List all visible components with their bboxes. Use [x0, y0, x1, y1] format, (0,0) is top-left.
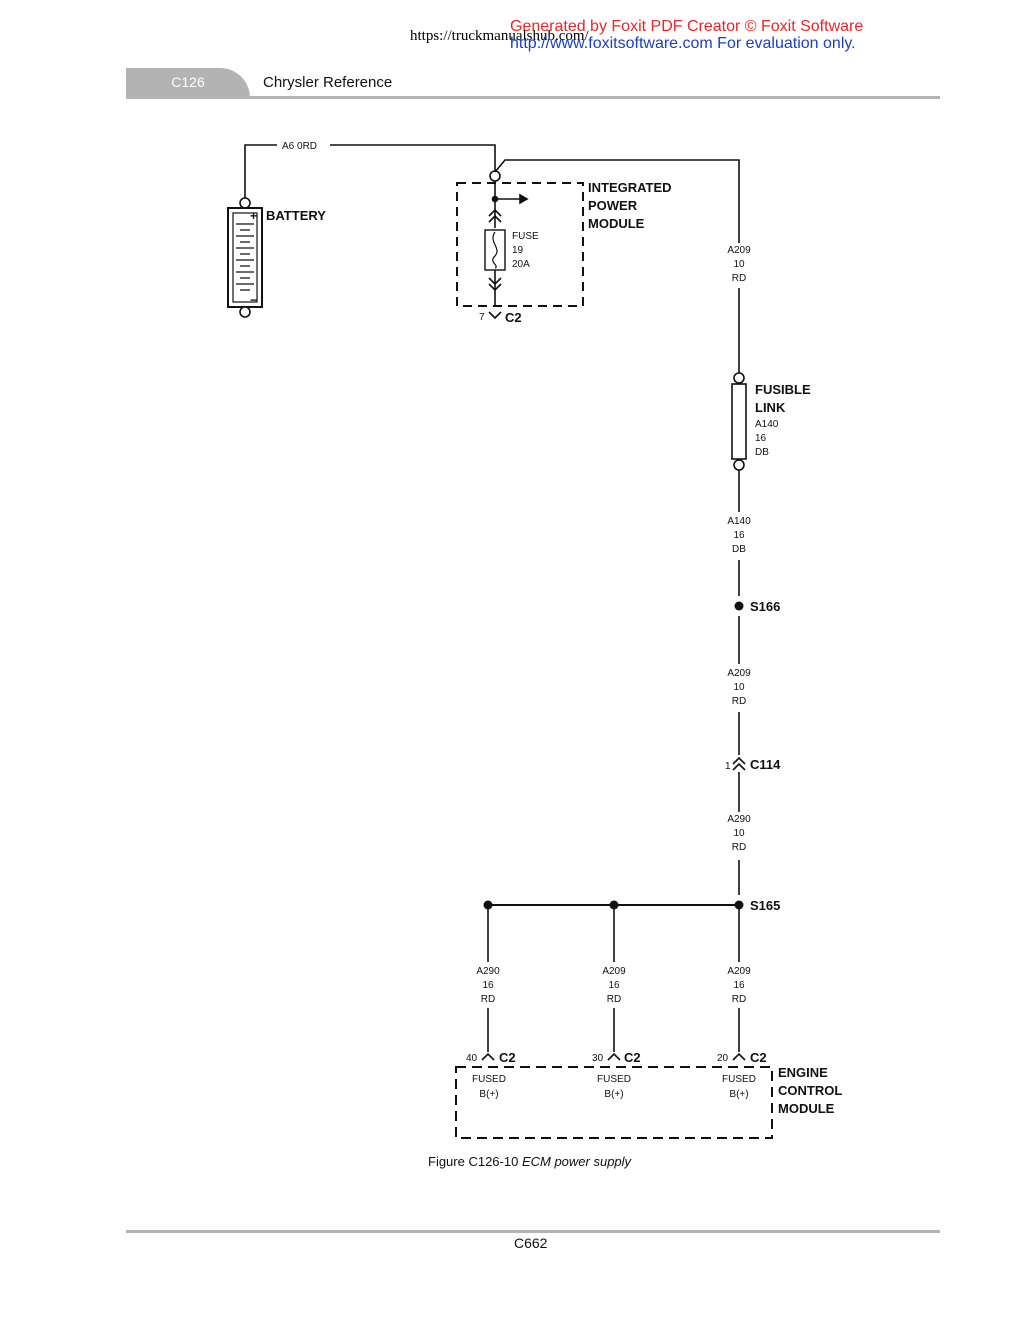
branch-wire-gauge: 16	[482, 980, 494, 991]
fusible-link-label-2: LINK	[755, 400, 786, 415]
battery-terminal-top	[239, 197, 251, 209]
battery-plus: +	[250, 209, 257, 223]
branch-wire-color: RD	[481, 994, 495, 1005]
fusible-link-id: A140	[755, 419, 779, 430]
figure-caption: Figure C126-10 ECM power supply	[428, 1154, 631, 1169]
site-url: https://truckmanualshub.com/	[410, 28, 589, 44]
ipm-box	[456, 182, 584, 307]
ipm-label-2: POWER	[588, 198, 638, 213]
splice-s165-dot	[734, 900, 744, 910]
ecm-pin-number: 40	[466, 1053, 478, 1064]
ecm-connector: C2	[499, 1050, 516, 1065]
ecm-label-3: MODULE	[778, 1101, 835, 1116]
ecm-label-2: CONTROL	[778, 1083, 842, 1098]
ecm-pin-label-1: FUSED	[722, 1074, 756, 1085]
header-rule	[126, 96, 940, 99]
battery-cells	[236, 223, 254, 291]
ipm-label-1: INTEGRATED	[588, 180, 672, 195]
ipm-label-3: MODULE	[588, 216, 645, 231]
fusible-link-color: DB	[755, 447, 769, 458]
wire-color: RD	[732, 273, 746, 284]
wire-id: A209	[727, 668, 751, 679]
splice-s166-label: S166	[750, 599, 780, 614]
wire-gauge: 10	[733, 828, 745, 839]
ecm-connector: C2	[624, 1050, 641, 1065]
ipm-connector: C2	[505, 310, 522, 325]
ecm-label-1: ENGINE	[778, 1065, 828, 1080]
ecm-pin-number: 20	[717, 1053, 729, 1064]
wire-id: A209	[727, 245, 751, 256]
wire-color: RD	[732, 842, 746, 853]
splice-s166-dot	[734, 601, 744, 611]
wire-gauge: 16	[733, 530, 745, 541]
ecm-pin-label-1: FUSED	[597, 1074, 631, 1085]
ecm-pin-label-2: B(+)	[479, 1089, 498, 1100]
branch-wire-id: A209	[602, 966, 626, 977]
fusible-link-gauge: 16	[755, 433, 767, 444]
ecm-pin-label-2: B(+)	[729, 1089, 748, 1100]
branch-wire-color: RD	[732, 994, 746, 1005]
c114-connector	[732, 756, 746, 771]
fusible-link-body	[731, 383, 747, 460]
ecm-pin-number: 30	[592, 1053, 604, 1064]
wire-color: DB	[732, 544, 746, 555]
footer-rule	[126, 1230, 940, 1233]
wire-gauge: 10	[733, 259, 745, 270]
branch-wire-gauge: 16	[733, 980, 745, 991]
fuse-label-1: FUSE	[512, 231, 539, 242]
ecm-pin-label-2: B(+)	[604, 1089, 623, 1100]
battery-wire-label: A6 0RD	[282, 141, 317, 152]
ipm-connector-pin: 7	[479, 312, 485, 323]
splice-s165-label: S165	[750, 898, 780, 913]
wire-id: A290	[727, 814, 751, 825]
wire-id: A140	[727, 516, 751, 527]
header-title: Chrysler Reference	[263, 74, 393, 91]
ecm-connector: C2	[750, 1050, 767, 1065]
branch-wire-gauge: 16	[608, 980, 620, 991]
branch-wire-id: A209	[727, 966, 751, 977]
wire-gauge: 10	[733, 682, 745, 693]
battery-label: BATTERY	[266, 208, 326, 223]
wire-a6	[244, 144, 496, 200]
watermark-line-2[interactable]: http://www.foxitsoftware.com For evaluat…	[510, 35, 856, 52]
watermark-line-1: Generated by Foxit PDF Creator © Foxit S…	[510, 18, 864, 35]
c114-pin: 1	[725, 761, 731, 772]
fuse-label-3: 20A	[512, 259, 530, 270]
branch-wire-id: A290	[476, 966, 500, 977]
fusible-link-label-1: FUSIBLE	[755, 382, 811, 397]
ecm-pin-label-1: FUSED	[472, 1074, 506, 1085]
battery-minus: −	[250, 293, 257, 307]
branch-wire-color: RD	[607, 994, 621, 1005]
ipm-input-terminal	[489, 170, 501, 182]
ecm-box	[455, 1066, 773, 1139]
wire-color: RD	[732, 696, 746, 707]
figure-title: ECM power supply	[521, 1154, 632, 1169]
page-number: C662	[514, 1235, 548, 1251]
battery-terminal-bottom	[239, 306, 251, 318]
c114-label: C114	[750, 757, 781, 772]
section-tab: C126	[126, 68, 250, 98]
figure-number: Figure C126-10	[428, 1154, 519, 1169]
fuse-label-2: 19	[512, 245, 524, 256]
wire-a209-top	[494, 159, 740, 373]
